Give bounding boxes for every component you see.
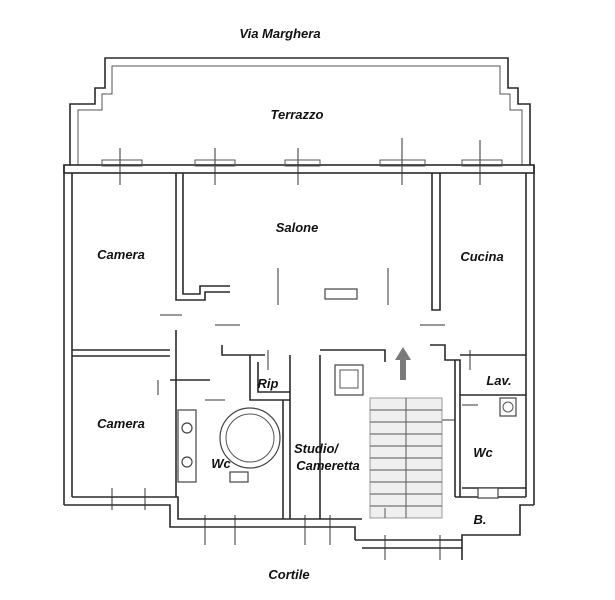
label-bedroom-top: Camera [97,247,145,262]
staircase [369,397,443,519]
window-marks [101,138,503,185]
label-courtyard: Cortile [268,567,309,582]
label-living: Salone [276,220,319,235]
label-balcony: B. [474,512,487,527]
label-storage: Rip [258,376,279,391]
salone-fixture [324,288,358,300]
bathroom-fixtures [177,364,517,499]
label-bathroom-right: Wc [473,445,493,460]
label-bathroom-center: Wc [211,456,231,471]
interior-walls [72,173,526,519]
door-marks [157,268,478,421]
label-terrace: Terrazzo [271,107,324,122]
up-arrow-icon [395,347,411,380]
label-kitchen: Cucina [460,249,503,264]
label-study-line2: Cameretta [296,458,360,473]
label-bedroom-bottom: Camera [97,416,145,431]
label-street: Via Marghera [239,26,320,41]
exterior-walls [63,164,535,560]
label-laundry: Lav. [486,373,511,388]
bottom-window-marks [111,488,441,560]
terrace-outline [69,57,531,165]
label-study-line1: Studio/ [294,441,339,456]
